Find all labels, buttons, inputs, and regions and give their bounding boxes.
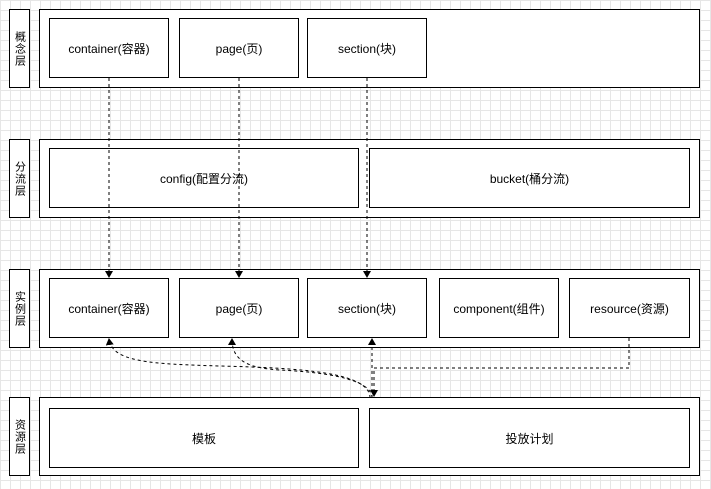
routing-config-node[interactable]: config(配置分流)	[49, 148, 359, 208]
instance-component-node[interactable]: component(组件)	[439, 278, 559, 338]
resource-plan-node[interactable]: 投放计划	[369, 408, 690, 468]
layer-label-routing: 分流层	[9, 139, 30, 218]
layer-label-resource: 资源层	[9, 397, 30, 476]
concept-section-node[interactable]: section(块)	[307, 18, 427, 78]
instance-resource-node[interactable]: resource(资源)	[569, 278, 690, 338]
instance-page-node[interactable]: page(页)	[179, 278, 299, 338]
routing-bucket-node[interactable]: bucket(桶分流)	[369, 148, 690, 208]
concept-container-node[interactable]: container(容器)	[49, 18, 169, 78]
instance-section-node[interactable]: section(块)	[307, 278, 427, 338]
instance-container-node[interactable]: container(容器)	[49, 278, 169, 338]
concept-page-node[interactable]: page(页)	[179, 18, 299, 78]
layer-label-concept: 概念层	[9, 9, 30, 88]
layer-label-instance: 实例层	[9, 269, 30, 348]
resource-template-node[interactable]: 模板	[49, 408, 359, 468]
